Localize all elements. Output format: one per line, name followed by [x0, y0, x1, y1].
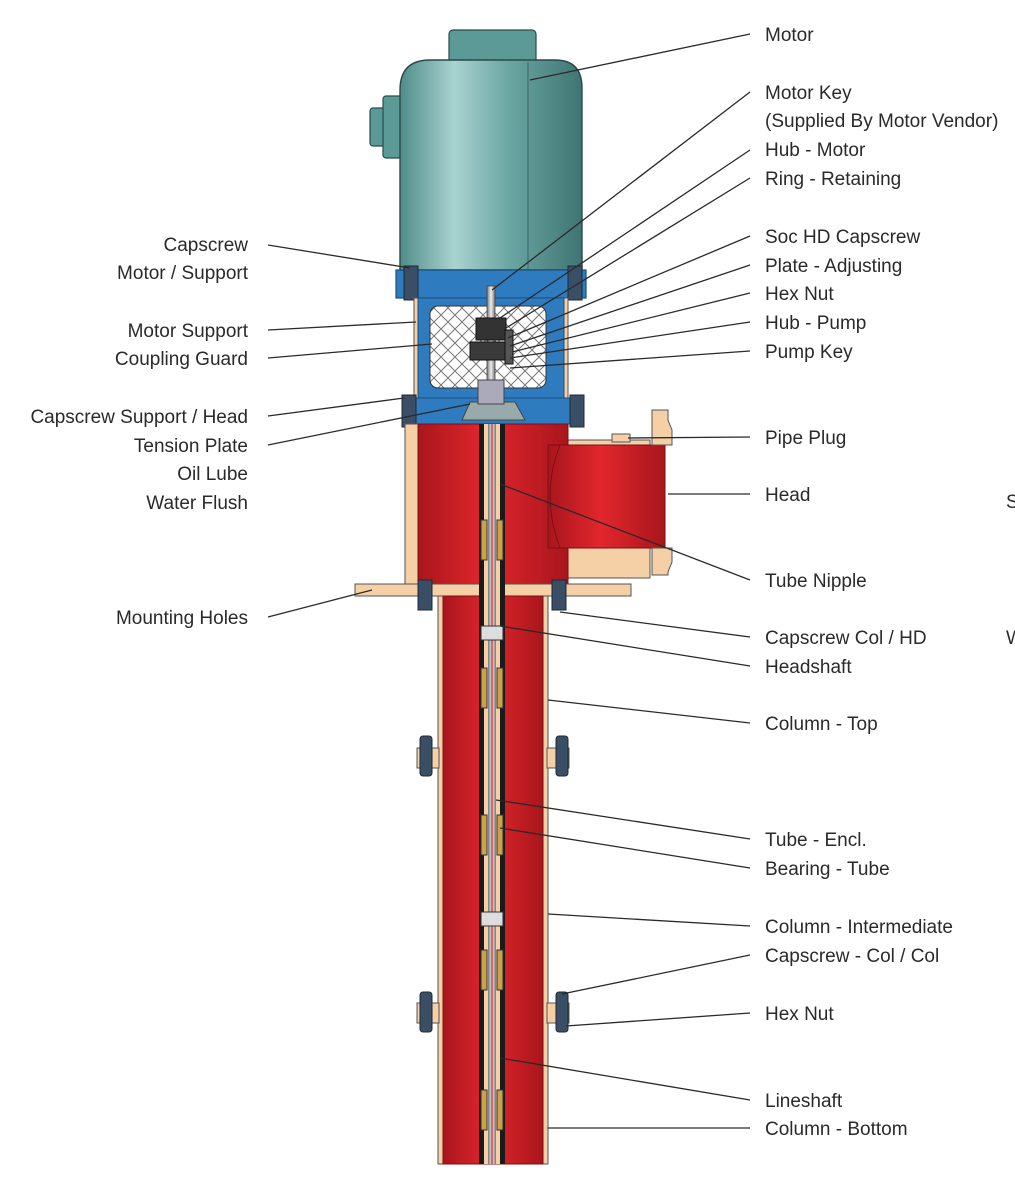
- labels-right: Motor Motor Key (Supplied By Motor Vendo…: [765, 25, 998, 1140]
- label-motor-support: Motor Support: [128, 321, 249, 342]
- label-column-bottom: Column - Bottom: [765, 1119, 908, 1140]
- label-motor: Motor: [765, 25, 814, 46]
- label-mounting-holes: Mounting Holes: [116, 608, 248, 629]
- label-motor-key: Motor Key: [765, 83, 852, 104]
- label-hex-nut-top: Hex Nut: [765, 284, 834, 305]
- label-tube-nipple: Tube Nipple: [765, 571, 867, 592]
- cut-off-labels: S W: [1006, 492, 1015, 649]
- label-capscrew-motor-support-2: Motor / Support: [117, 263, 249, 284]
- label-motor-key-vendor: (Supplied By Motor Vendor): [765, 111, 998, 132]
- label-pump-key: Pump Key: [765, 342, 853, 363]
- leader-lines: [267, 33, 751, 1129]
- label-capscrew-col-hd: Capscrew Col / HD: [765, 628, 927, 649]
- label-capscrew-col-col: Capscrew - Col / Col: [765, 946, 939, 967]
- label-lineshaft: Lineshaft: [765, 1091, 843, 1112]
- label-head: Head: [765, 485, 810, 506]
- label-headshaft: Headshaft: [765, 657, 852, 678]
- label-plate-adjusting: Plate - Adjusting: [765, 256, 902, 277]
- label-cut-w: W: [1006, 628, 1015, 649]
- label-column-top: Column - Top: [765, 714, 878, 735]
- label-coupling-guard: Coupling Guard: [115, 349, 248, 370]
- label-column-intermediate: Column - Intermediate: [765, 917, 953, 938]
- label-tube-encl: Tube - Encl.: [765, 830, 867, 851]
- label-hex-nut-bottom: Hex Nut: [765, 1004, 834, 1025]
- label-bearing-tube: Bearing - Tube: [765, 859, 890, 880]
- label-hub-pump: Hub - Pump: [765, 313, 866, 334]
- label-capscrew-support-head: Capscrew Support / Head: [30, 407, 248, 428]
- label-capscrew-motor-support: Capscrew: [164, 235, 249, 256]
- label-soc-hd-capscrew: Soc HD Capscrew: [765, 227, 920, 248]
- motor: [369, 29, 583, 271]
- label-hub-motor: Hub - Motor: [765, 140, 866, 161]
- bearing-segments: [480, 519, 504, 1131]
- label-oil-lube: Oil Lube: [177, 464, 248, 485]
- label-water-flush: Water Flush: [146, 493, 248, 514]
- label-cut-s: S: [1006, 492, 1015, 513]
- label-pipe-plug: Pipe Plug: [765, 428, 846, 449]
- label-tension-plate: Tension Plate: [134, 436, 248, 457]
- labels-left: Capscrew Motor / Support Motor Support C…: [30, 235, 248, 629]
- label-ring-retaining: Ring - Retaining: [765, 169, 901, 190]
